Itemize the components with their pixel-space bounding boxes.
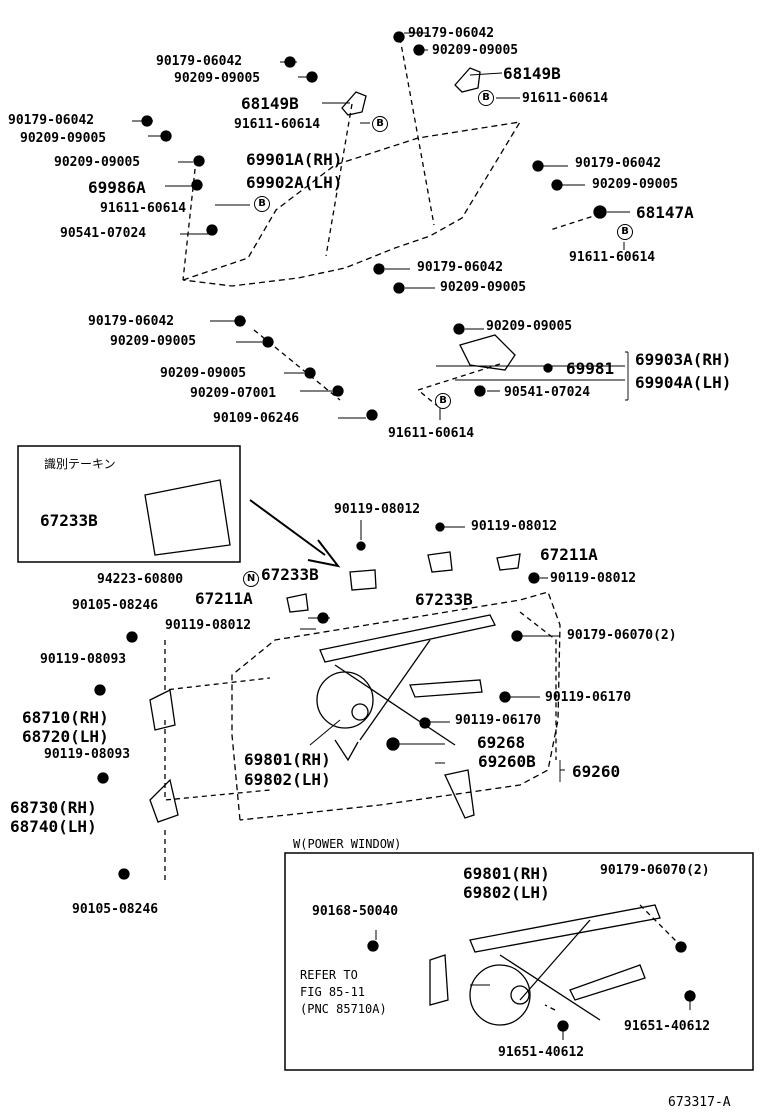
label-90209-09005-i: 90209-09005 (160, 366, 247, 381)
label-power-window: W(POWER WINDOW) (293, 837, 402, 851)
label-68710-rh: 68710(RH) (22, 708, 109, 727)
label-90105-08246-a: 90105-08246 (72, 598, 159, 613)
label-fig-85-11: FIG 85-11 (300, 985, 366, 999)
label-69904a-lh: 69904A(LH) (635, 373, 732, 392)
label-90179-06042-c: 90179-06042 (8, 113, 95, 128)
label-69260: 69260 (572, 762, 621, 781)
pointer-arrow (249, 499, 341, 568)
label-69981: 69981 (566, 359, 615, 378)
label-68149b-b: 68149B (241, 94, 299, 113)
label-90541-07024-b: 90541-07024 (504, 385, 591, 400)
label-90179-06070-a: 90179-06070(2) (567, 628, 677, 643)
label-90119-08093-b: 90119-08093 (44, 747, 131, 762)
label-90179-06042-e: 90179-06042 (417, 260, 504, 275)
label-90119-06170-b: 90119-06170 (455, 713, 542, 728)
label-90209-09005-e: 90209-09005 (592, 177, 679, 192)
label-68149b-a: 68149B (503, 64, 561, 83)
label-69901a-rh: 69901A(RH) (246, 150, 343, 169)
label-90209-09005-h: 90209-09005 (110, 334, 197, 349)
door-glass-outline (182, 121, 522, 287)
label-69802-lh-a: 69802(LH) (244, 770, 331, 789)
regulator-assembly (316, 614, 496, 762)
label-90119-08093-a: 90119-08093 (40, 652, 127, 667)
solid-leaders (132, 32, 691, 1040)
label-90179-06042-f: 90179-06042 (88, 314, 175, 329)
label-91611-60614-b: 91611-60614 (234, 117, 321, 132)
label-90119-06170-a: 90119-06170 (545, 690, 632, 705)
label-90209-09005-d: 90209-09005 (54, 155, 141, 170)
callout-b-e: B (435, 393, 451, 409)
label-refer-to: REFER TO (300, 968, 358, 982)
label-67211a-a: 67211A (540, 545, 598, 564)
label-91651-40612-a: 91651-40612 (624, 1019, 711, 1034)
callout-b-d: B (617, 224, 633, 240)
label-90179-06070-b: 90179-06070(2) (600, 863, 710, 878)
label-68147a: 68147A (636, 203, 694, 222)
label-68720-lh: 68720(LH) (22, 727, 109, 746)
label-90119-08012-b: 90119-08012 (471, 519, 558, 534)
label-identification-tag: 識別テーキン (44, 457, 116, 471)
power-regulator-assembly (429, 904, 661, 1026)
label-68740-lh: 68740(LH) (10, 817, 97, 836)
label-94223-60800: 94223-60800 (97, 572, 184, 587)
label-69902a-lh: 69902A(LH) (246, 173, 343, 192)
label-67233b-a: 67233B (261, 565, 319, 584)
label-90179-06042-b: 90179-06042 (156, 54, 243, 69)
label-90209-09005-c: 90209-09005 (20, 131, 107, 146)
label-90168-50040: 90168-50040 (312, 904, 399, 919)
callout-n: N (243, 571, 259, 587)
inset-box (17, 445, 241, 563)
label-90209-09005-f: 90209-09005 (440, 280, 527, 295)
label-90541-07024-a: 90541-07024 (60, 226, 147, 241)
figure-number: 673317-A (668, 1095, 731, 1110)
label-90179-06042-a: 90179-06042 (408, 26, 495, 41)
label-91611-60614-c: 91611-60614 (100, 201, 187, 216)
label-90209-09005-a: 90209-09005 (432, 43, 519, 58)
callout-b-a: B (478, 90, 494, 106)
label-67233b-inset: 67233B (40, 511, 98, 530)
label-67233b-b: 67233B (415, 590, 473, 609)
door-panel-outline (231, 591, 561, 821)
label-91611-60614-a: 91611-60614 (522, 91, 609, 106)
label-90209-09005-b: 90209-09005 (174, 71, 261, 86)
label-90209-07001: 90209-07001 (190, 386, 277, 401)
label-69903a-rh: 69903A(RH) (635, 350, 732, 369)
label-pnc-85710a: (PNC 85710A) (300, 1002, 387, 1016)
hatch-lines (436, 351, 629, 782)
label-90209-09005-g: 90209-09005 (486, 319, 573, 334)
power-window-box (284, 852, 754, 1071)
label-91611-60614-e: 91611-60614 (388, 426, 475, 441)
label-69986a: 69986A (88, 178, 146, 197)
label-90119-08012-c: 90119-08012 (550, 571, 637, 586)
label-90109-06246: 90109-06246 (213, 411, 300, 426)
label-69801-rh-b: 69801(RH) (463, 864, 550, 883)
label-67211a-b: 67211A (195, 589, 253, 608)
label-69801-rh-a: 69801(RH) (244, 750, 331, 769)
callout-b-c: B (254, 196, 270, 212)
label-90105-08246-b: 90105-08246 (72, 902, 159, 917)
label-69268: 69268 (477, 733, 526, 752)
label-90179-06042-d: 90179-06042 (575, 156, 662, 171)
label-68730-rh: 68730(RH) (10, 798, 97, 817)
label-69260b: 69260B (478, 752, 536, 771)
label-69802-lh-b: 69802(LH) (463, 883, 550, 902)
label-91651-40612-b: 91651-40612 (498, 1045, 585, 1060)
label-91611-60614-d: 91611-60614 (569, 250, 656, 265)
brackets (144, 67, 521, 823)
label-90119-08012-d: 90119-08012 (165, 618, 252, 633)
callout-b-b: B (372, 116, 388, 132)
label-90119-08012-a: 90119-08012 (334, 502, 421, 517)
